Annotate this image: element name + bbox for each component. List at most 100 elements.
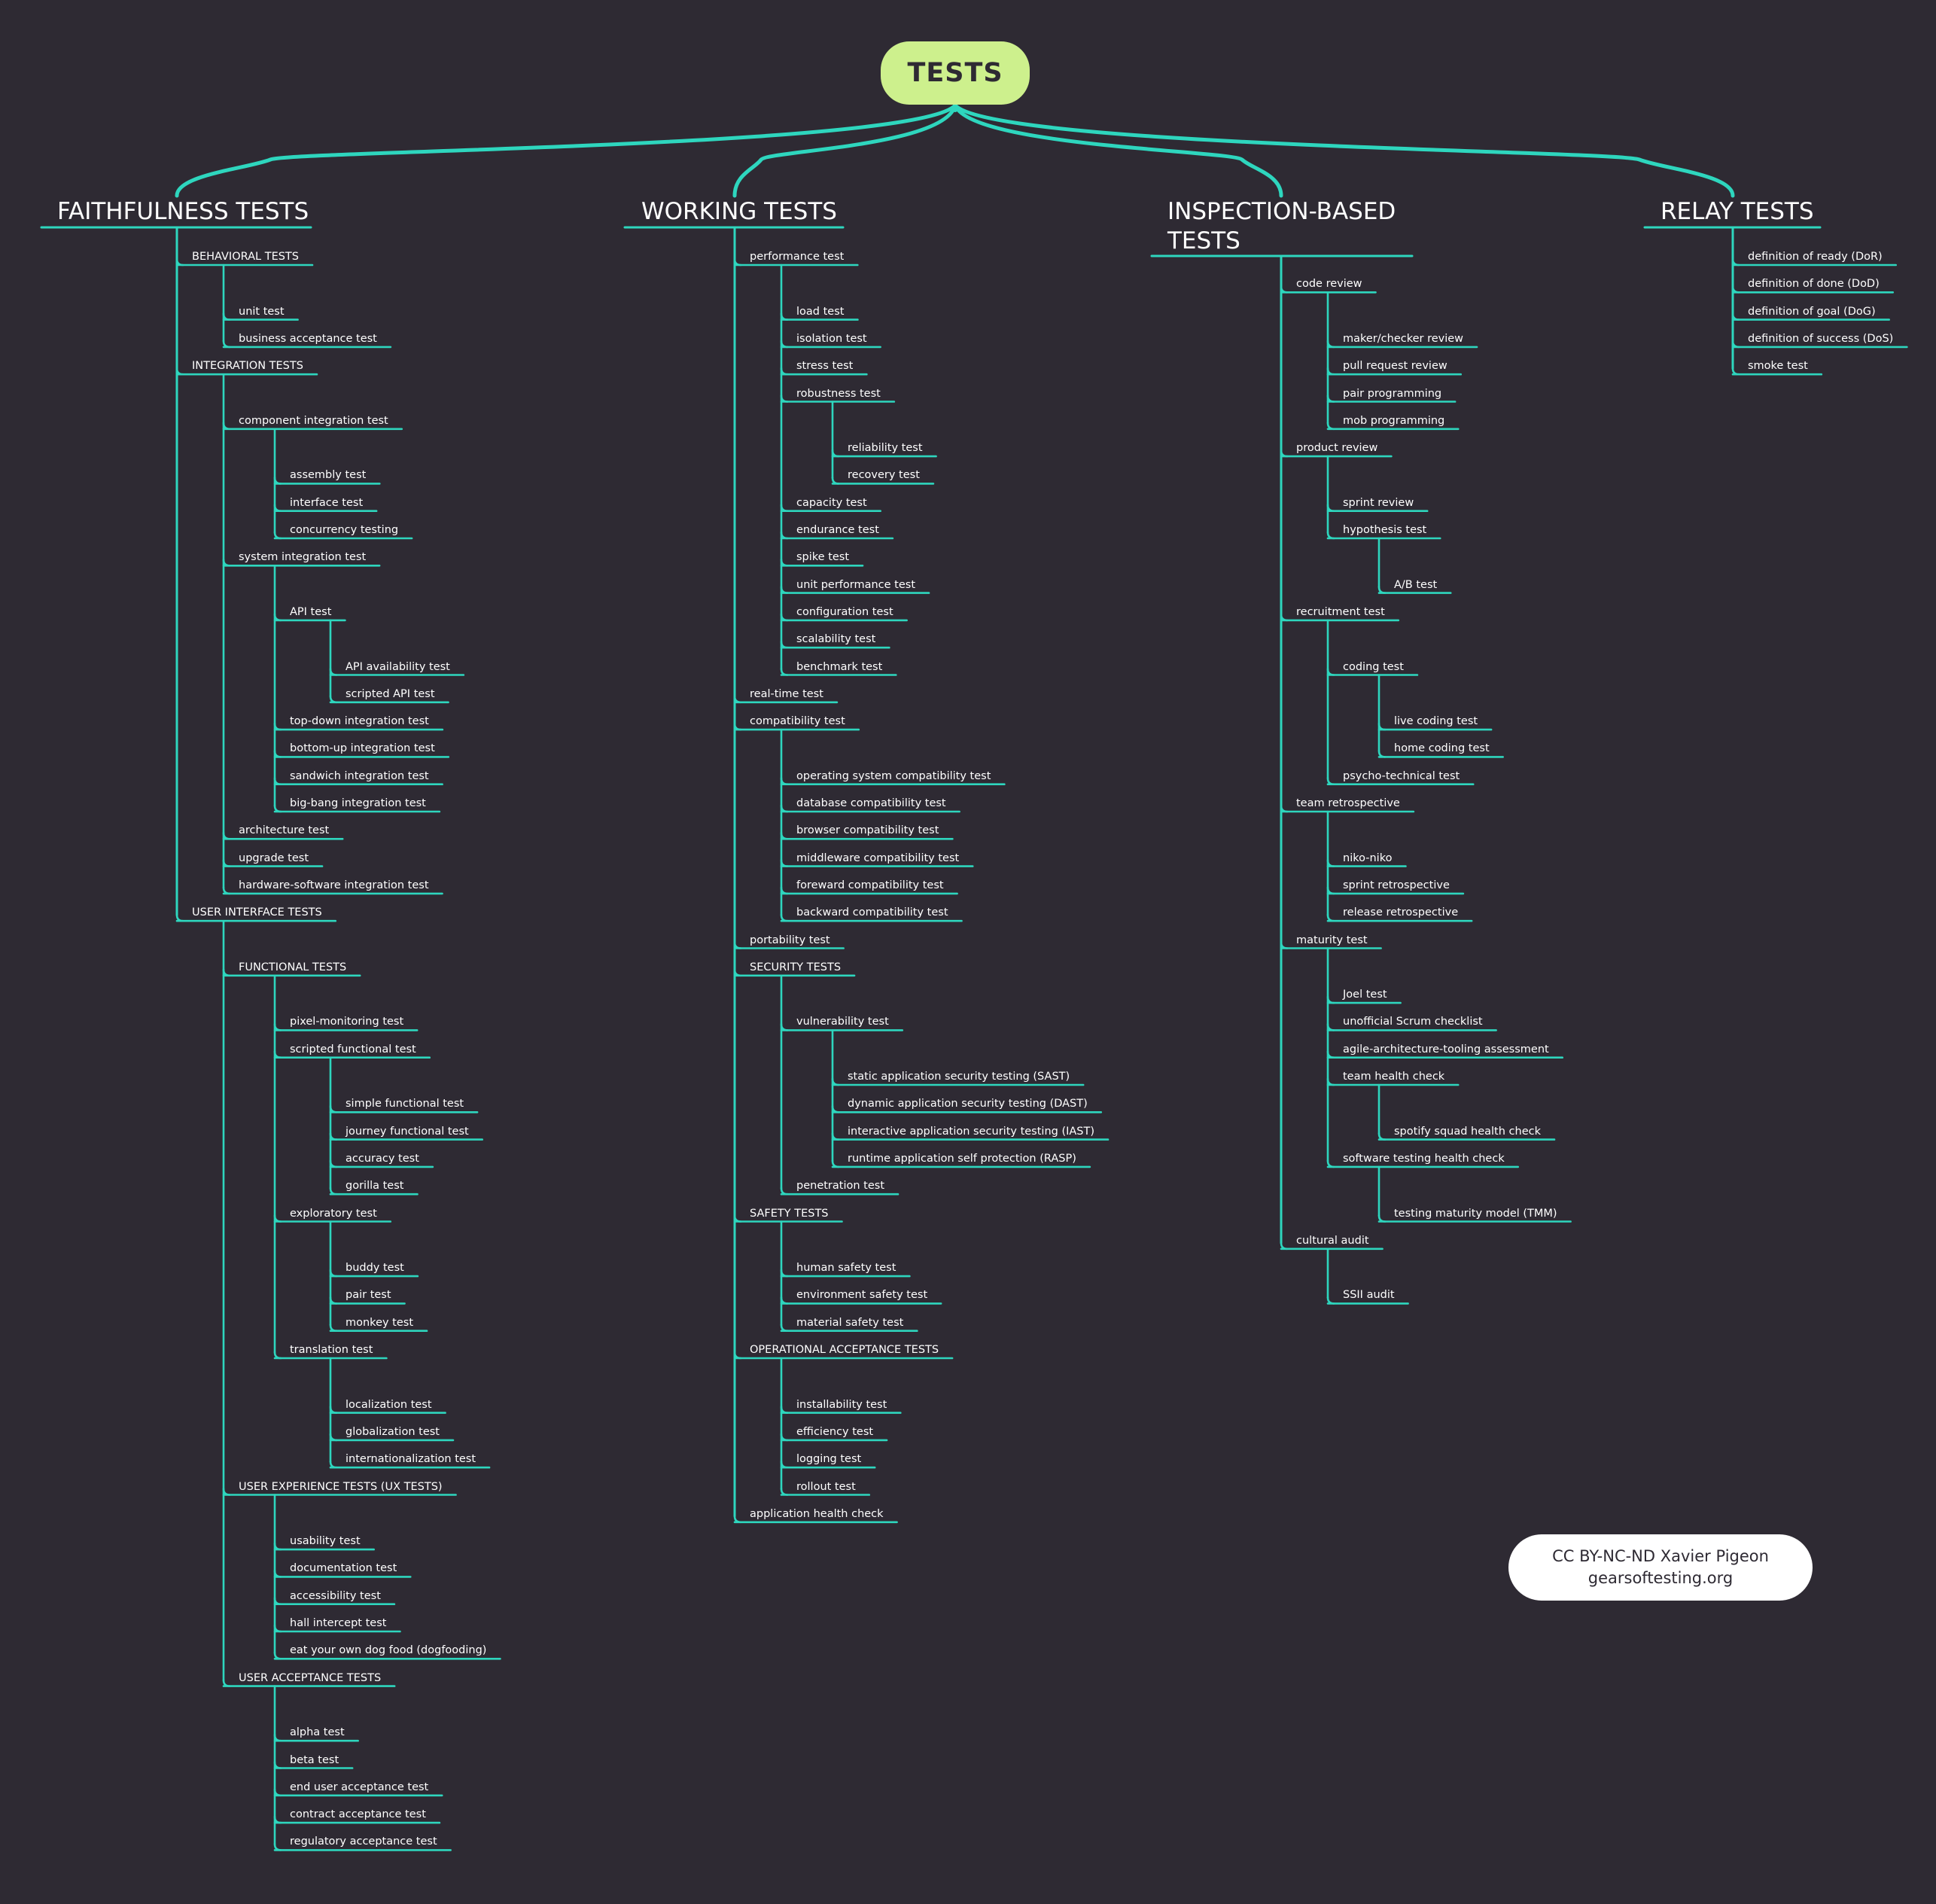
node-smoke-test[interactable]: smoke test xyxy=(1748,360,1808,373)
node-foreward-compatibility-test[interactable]: foreward compatibility test xyxy=(796,879,944,891)
node-safety-tests[interactable]: SAFETY TESTS xyxy=(750,1207,829,1220)
node-scalability-test[interactable]: scalability test xyxy=(796,633,876,646)
node-testing-maturity-model-tmm[interactable]: testing maturity model (TMM) xyxy=(1394,1207,1557,1220)
node-business-acceptance-test[interactable]: business acceptance test xyxy=(239,332,377,345)
branch-title-relay-tests[interactable]: RELAY TESTS xyxy=(1661,198,1814,225)
node-benchmark-test[interactable]: benchmark test xyxy=(796,660,883,673)
node-alpha-test[interactable]: alpha test xyxy=(290,1726,345,1739)
node-user-acceptance-tests[interactable]: USER ACCEPTANCE TESTS xyxy=(239,1671,382,1684)
node-maturity-test[interactable]: maturity test xyxy=(1296,934,1368,946)
node-top-down-integration-test[interactable]: top-down integration test xyxy=(290,715,429,728)
node-hypothesis-test[interactable]: hypothesis test xyxy=(1343,524,1427,536)
node-portability-test[interactable]: portability test xyxy=(750,934,830,946)
node-configuration-test[interactable]: configuration test xyxy=(796,605,893,618)
branch-title-faithfulness-tests[interactable]: FAITHFULNESS TESTS xyxy=(57,198,309,225)
node-sprint-review[interactable]: sprint review xyxy=(1343,496,1414,509)
branch-title-working-tests[interactable]: WORKING TESTS xyxy=(641,198,837,225)
node-accessibility-test[interactable]: accessibility test xyxy=(290,1589,381,1602)
node-beta-test[interactable]: beta test xyxy=(290,1753,339,1766)
node-middleware-compatibility-test[interactable]: middleware compatibility test xyxy=(796,851,960,864)
node-ssii-audit[interactable]: SSII audit xyxy=(1343,1289,1395,1302)
node-sandwich-integration-test[interactable]: sandwich integration test xyxy=(290,769,429,782)
node-regulatory-acceptance-test[interactable]: regulatory acceptance test xyxy=(290,1835,437,1848)
node-operational-acceptance-tests[interactable]: OPERATIONAL ACCEPTANCE TESTS xyxy=(750,1344,939,1356)
node-code-review[interactable]: code review xyxy=(1296,278,1362,291)
node-documentation-test[interactable]: documentation test xyxy=(290,1562,397,1575)
node-installability-test[interactable]: installability test xyxy=(796,1398,887,1411)
node-software-testing-health-check[interactable]: software testing health check xyxy=(1343,1152,1505,1165)
node-eat-your-own-dog-food-dogfooding[interactable]: eat your own dog food (dogfooding) xyxy=(290,1644,487,1657)
node-material-safety-test[interactable]: material safety test xyxy=(796,1316,904,1329)
root-node[interactable]: TESTS xyxy=(881,41,1030,105)
node-unit-performance-test[interactable]: unit performance test xyxy=(796,578,916,591)
node-backward-compatibility-test[interactable]: backward compatibility test xyxy=(796,906,948,919)
node-big-bang-integration-test[interactable]: big-bang integration test xyxy=(290,797,426,809)
node-internationalization-test[interactable]: internationalization test xyxy=(345,1453,476,1466)
node-monkey-test[interactable]: monkey test xyxy=(345,1316,414,1329)
node-efficiency-test[interactable]: efficiency test xyxy=(796,1425,874,1438)
node-localization-test[interactable]: localization test xyxy=(345,1398,432,1411)
node-spike-test[interactable]: spike test xyxy=(796,551,850,564)
node-usability-test[interactable]: usability test xyxy=(290,1535,361,1548)
node-definition-of-ready-dor[interactable]: definition of ready (DoR) xyxy=(1748,251,1883,263)
node-team-retrospective[interactable]: team retrospective xyxy=(1296,797,1400,809)
node-functional-tests[interactable]: FUNCTIONAL TESTS xyxy=(239,961,347,973)
node-user-interface-tests[interactable]: USER INTERFACE TESTS xyxy=(192,906,322,919)
node-hardware-software-integration-test[interactable]: hardware-software integration test xyxy=(239,879,429,891)
node-sprint-retrospective[interactable]: sprint retrospective xyxy=(1343,879,1450,891)
node-home-coding-test[interactable]: home coding test xyxy=(1394,742,1490,755)
branch-title-inspection-based-tests[interactable]: INSPECTION-BASED TESTS xyxy=(1167,198,1396,254)
node-unit-test[interactable]: unit test xyxy=(239,305,285,318)
node-niko-niko[interactable]: niko-niko xyxy=(1343,851,1393,864)
node-coding-test[interactable]: coding test xyxy=(1343,660,1404,673)
node-buddy-test[interactable]: buddy test xyxy=(345,1262,404,1275)
node-scripted-api-test[interactable]: scripted API test xyxy=(345,687,435,700)
node-behavioral-tests[interactable]: BEHAVIORAL TESTS xyxy=(192,251,299,263)
node-security-tests[interactable]: SECURITY TESTS xyxy=(750,961,842,973)
node-product-review[interactable]: product review xyxy=(1296,442,1378,455)
node-unofficial-scrum-checklist[interactable]: unofficial Scrum checklist xyxy=(1343,1016,1483,1028)
node-system-integration-test[interactable]: system integration test xyxy=(239,551,367,564)
node-gorilla-test[interactable]: gorilla test xyxy=(345,1180,404,1193)
node-component-integration-test[interactable]: component integration test xyxy=(239,414,388,427)
node-joel-test[interactable]: Joel test xyxy=(1343,989,1387,1001)
node-api-availability-test[interactable]: API availability test xyxy=(345,660,450,673)
node-compatibility-test[interactable]: compatibility test xyxy=(750,715,845,728)
node-accuracy-test[interactable]: accuracy test xyxy=(345,1152,419,1165)
node-vulnerability-test[interactable]: vulnerability test xyxy=(796,1016,889,1028)
node-interface-test[interactable]: interface test xyxy=(290,496,364,509)
node-operating-system-compatibility-test[interactable]: operating system compatibility test xyxy=(796,769,991,782)
node-upgrade-test[interactable]: upgrade test xyxy=(239,851,309,864)
node-logging-test[interactable]: logging test xyxy=(796,1453,862,1466)
node-mob-programming[interactable]: mob programming xyxy=(1343,414,1445,427)
node-cultural-audit[interactable]: cultural audit xyxy=(1296,1234,1369,1247)
node-maker-checker-review[interactable]: maker/checker review xyxy=(1343,332,1464,345)
node-runtime-application-self-protection-rasp[interactable]: runtime application self protection (RAS… xyxy=(848,1152,1076,1165)
node-assembly-test[interactable]: assembly test xyxy=(290,469,367,482)
node-bottom-up-integration-test[interactable]: bottom-up integration test xyxy=(290,742,435,755)
node-definition-of-done-dod[interactable]: definition of done (DoD) xyxy=(1748,278,1880,291)
node-exploratory-test[interactable]: exploratory test xyxy=(290,1207,377,1220)
node-concurrency-testing[interactable]: concurrency testing xyxy=(290,524,399,536)
node-load-test[interactable]: load test xyxy=(796,305,845,318)
node-agile-architecture-tooling-assessment[interactable]: agile-architecture-tooling assessment xyxy=(1343,1043,1549,1056)
node-globalization-test[interactable]: globalization test xyxy=(345,1425,440,1438)
node-api-test[interactable]: API test xyxy=(290,605,332,618)
node-recruitment-test[interactable]: recruitment test xyxy=(1296,605,1385,618)
node-pull-request-review[interactable]: pull request review xyxy=(1343,360,1447,373)
node-release-retrospective[interactable]: release retrospective xyxy=(1343,906,1459,919)
node-user-experience-tests-ux-tests[interactable]: USER EXPERIENCE TESTS (UX TESTS) xyxy=(239,1480,443,1493)
node-dynamic-application-security-testing-dast[interactable]: dynamic application security testing (DA… xyxy=(848,1098,1088,1110)
node-definition-of-success-dos[interactable]: definition of success (DoS) xyxy=(1748,332,1894,345)
node-capacity-test[interactable]: capacity test xyxy=(796,496,867,509)
node-recovery-test[interactable]: recovery test xyxy=(848,469,920,482)
node-reliability-test[interactable]: reliability test xyxy=(848,442,923,455)
node-browser-compatibility-test[interactable]: browser compatibility test xyxy=(796,824,939,837)
node-real-time-test[interactable]: real-time test xyxy=(750,687,823,700)
node-performance-test[interactable]: performance test xyxy=(750,251,845,263)
node-isolation-test[interactable]: isolation test xyxy=(796,332,867,345)
node-contract-acceptance-test[interactable]: contract acceptance test xyxy=(290,1808,426,1821)
node-scripted-functional-test[interactable]: scripted functional test xyxy=(290,1043,416,1056)
node-application-health-check[interactable]: application health check xyxy=(750,1507,884,1520)
node-endurance-test[interactable]: endurance test xyxy=(796,524,879,536)
